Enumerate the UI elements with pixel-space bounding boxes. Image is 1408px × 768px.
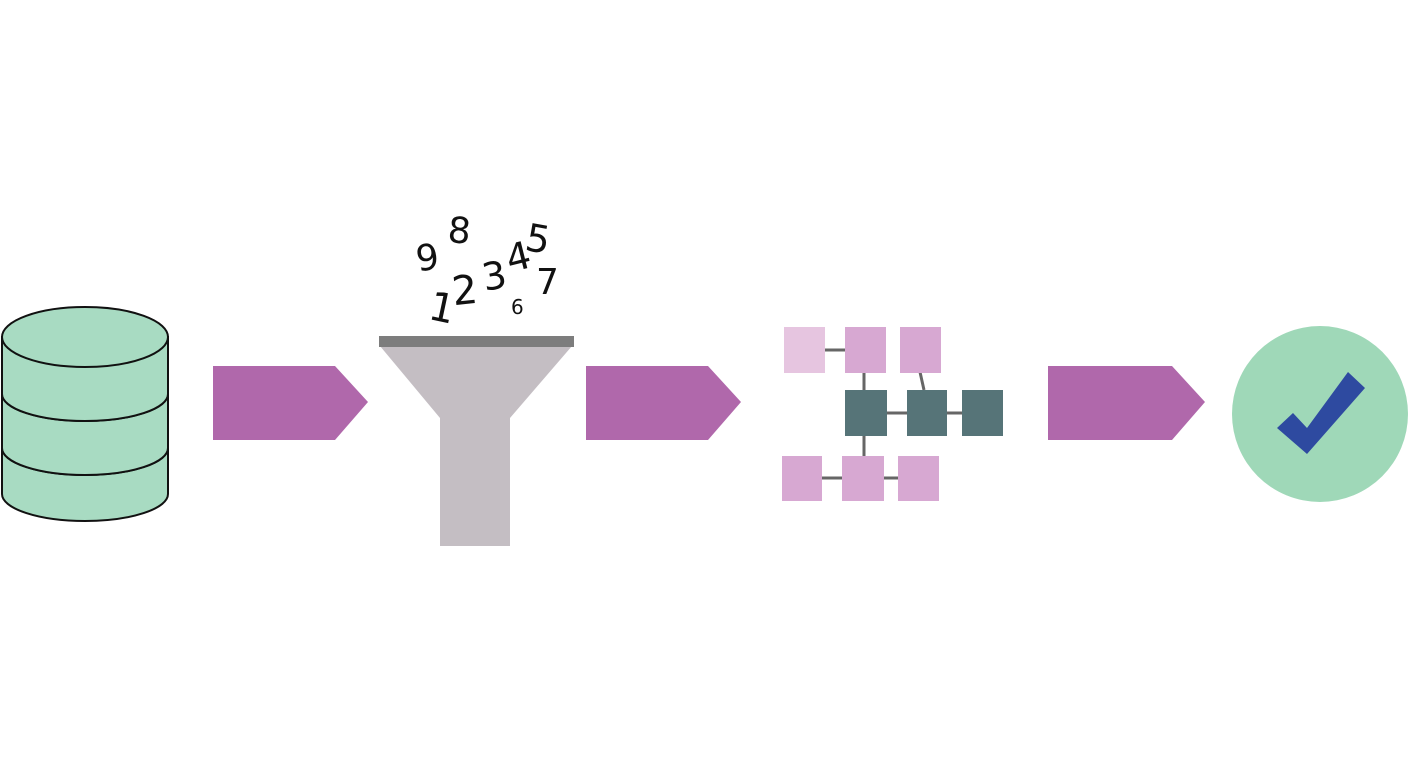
- node-dark: [962, 390, 1003, 436]
- funnel-rim: [379, 336, 574, 347]
- database-top-cap: [1, 306, 169, 368]
- digit-6: 6: [511, 295, 524, 319]
- digit-5: 5: [522, 215, 553, 263]
- node-connectors: [822, 348, 962, 480]
- checkmark-circle-icon: [1232, 326, 1408, 502]
- node-dark: [907, 390, 947, 436]
- funnel-icon: [379, 336, 574, 546]
- digit-8: 8: [446, 210, 472, 253]
- node-mid: [898, 456, 939, 501]
- node-mid: [845, 327, 886, 373]
- digit-7: 7: [536, 262, 559, 303]
- arrow-right-icon: [586, 366, 741, 440]
- node-network-icon: [782, 327, 1003, 501]
- digit-9: 9: [413, 237, 441, 281]
- arrow-right-icon: [1048, 366, 1205, 440]
- arrow-right-icon: [213, 366, 368, 440]
- database-icon: [1, 306, 169, 522]
- connector: [918, 371, 926, 391]
- node-mid: [900, 327, 941, 373]
- funnel-body: [380, 346, 572, 546]
- node-mid: [782, 456, 822, 501]
- node-light: [784, 327, 825, 373]
- funnel-digits: 9 8 1 2 3 4 5 6 7: [413, 210, 559, 334]
- digit-3: 3: [479, 252, 510, 300]
- node-mid: [842, 456, 884, 501]
- digit-2: 2: [450, 267, 480, 315]
- node-dark: [845, 390, 887, 436]
- checkmark-icon: [1277, 372, 1365, 454]
